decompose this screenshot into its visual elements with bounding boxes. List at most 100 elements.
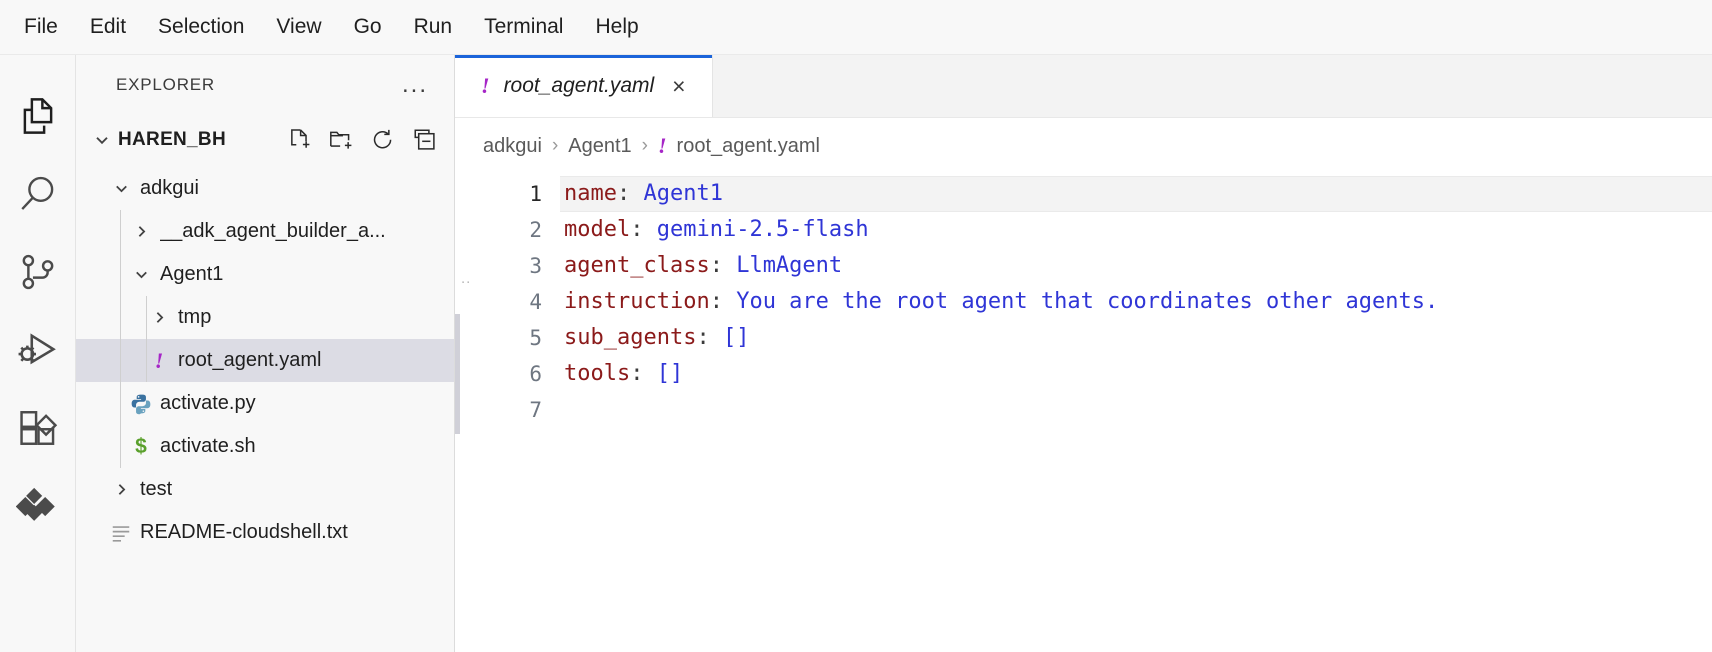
line-number: 2 xyxy=(529,218,542,242)
menu-item-terminal[interactable]: Terminal xyxy=(484,15,564,38)
code-line[interactable]: instruction: You are the root agent that… xyxy=(560,284,1712,320)
indent-guide xyxy=(146,339,147,382)
editor-group: ! root_agent.yaml × adkgui › Agent1 › ! … xyxy=(455,55,1712,652)
scrollbar-thumb[interactable] xyxy=(455,314,460,434)
indent-guide xyxy=(120,382,121,425)
breadcrumb: adkgui › Agent1 › ! root_agent.yaml xyxy=(455,118,1712,174)
tree-row-test[interactable]: test xyxy=(76,468,454,511)
yaml-value: [] xyxy=(643,361,684,386)
tree-item-label: root_agent.yaml xyxy=(178,349,322,371)
code-line[interactable]: tools: [] xyxy=(560,356,1712,392)
tree-item-label: activate.sh xyxy=(160,435,256,457)
file-tree: adkgui __adk_agent_builder_a... xyxy=(76,165,454,652)
yaml-value: Agent1 xyxy=(630,181,723,206)
new-folder-icon[interactable] xyxy=(328,127,354,153)
tree-row-root-agent-yaml[interactable]: ! root_agent.yaml xyxy=(76,339,454,382)
menu-item-selection[interactable]: Selection xyxy=(158,15,245,38)
menu-item-go[interactable]: Go xyxy=(353,15,382,38)
line-number: 6 xyxy=(529,362,542,386)
menu-item-file[interactable]: File xyxy=(24,15,58,38)
workbench-body: EXPLORER ... HAREN_BH xyxy=(0,55,1712,652)
explorer-title: EXPLORER xyxy=(116,75,215,94)
code-line[interactable] xyxy=(560,392,1712,428)
tree-row-readme-cloudshell[interactable]: README-cloudshell.txt xyxy=(76,511,454,554)
activity-item-search[interactable] xyxy=(0,155,76,233)
chevron-down-icon xyxy=(108,179,134,198)
refresh-icon[interactable] xyxy=(370,127,396,153)
indent-guide xyxy=(120,339,121,382)
tree-item-label: __adk_agent_builder_a... xyxy=(160,220,386,242)
activity-item-gemini-code-assist[interactable] xyxy=(0,467,76,545)
activity-bar xyxy=(0,55,76,652)
code-line[interactable]: model: gemini-2.5-flash xyxy=(560,212,1712,248)
tree-row-adk-agent-builder[interactable]: __adk_agent_builder_a... xyxy=(76,210,454,253)
yaml-colon: : xyxy=(616,181,631,206)
line-number-gutter: 1 2 3 4 5 6 7 xyxy=(455,174,560,652)
collapse-all-icon[interactable] xyxy=(412,127,438,153)
tree-item-label: test xyxy=(140,478,173,500)
activity-item-explorer[interactable] xyxy=(0,77,76,155)
tree-item-label: Agent1 xyxy=(160,263,224,285)
tree-item-label: adkgui xyxy=(140,177,199,199)
indent-guide xyxy=(146,296,147,339)
line-number: 4 xyxy=(529,290,542,314)
yaml-key: tools xyxy=(564,361,631,386)
menu-bar: File Edit Selection View Go Run Terminal… xyxy=(0,0,1712,55)
minimap-indicator: .. xyxy=(461,270,472,287)
tree-row-activate-py[interactable]: activate.py xyxy=(76,382,454,425)
tree-item-label: tmp xyxy=(178,306,212,328)
yaml-colon: : xyxy=(630,361,644,386)
chevron-down-icon xyxy=(128,265,154,284)
tree-row-tmp[interactable]: tmp xyxy=(76,296,454,339)
tab-root-agent-yaml[interactable]: ! root_agent.yaml × xyxy=(455,55,713,117)
close-icon[interactable]: × xyxy=(672,72,686,99)
breadcrumb-separator-icon: › xyxy=(551,135,559,156)
menu-item-view[interactable]: View xyxy=(276,15,322,38)
explorer-icon xyxy=(17,95,59,137)
yaml-key: model xyxy=(564,217,631,242)
yaml-file-icon: ! xyxy=(657,133,667,158)
yaml-value: gemini-2.5-flash xyxy=(643,217,869,242)
code-editor[interactable]: .. 1 2 3 4 5 6 7 name: Agent1 model: gem… xyxy=(455,174,1712,652)
code-content[interactable]: name: Agent1 model: gemini-2.5-flash age… xyxy=(560,174,1712,652)
tree-row-activate-sh[interactable]: $ activate.sh xyxy=(76,425,454,468)
yaml-colon: : xyxy=(630,217,644,242)
tree-item-label: activate.py xyxy=(160,392,256,414)
yaml-colon: : xyxy=(709,289,723,314)
chevron-down-icon xyxy=(88,130,116,150)
explorer-more-actions-icon[interactable]: ... xyxy=(401,71,428,98)
menu-item-edit[interactable]: Edit xyxy=(89,15,127,38)
code-line[interactable]: sub_agents: [] xyxy=(560,320,1712,356)
extensions-icon xyxy=(17,407,59,449)
breadcrumb-item-root-agent-yaml[interactable]: root_agent.yaml xyxy=(676,134,820,157)
chevron-right-icon xyxy=(128,222,154,241)
activity-item-run-and-debug[interactable] xyxy=(0,311,76,389)
editor-scrollbar[interactable] xyxy=(455,174,460,652)
source-control-icon xyxy=(17,251,59,293)
indent-guide xyxy=(120,425,121,468)
new-file-icon[interactable] xyxy=(286,127,312,153)
yaml-colon: : xyxy=(696,325,710,350)
line-number: 1 xyxy=(529,182,542,206)
line-number: 7 xyxy=(529,398,542,422)
indent-guide xyxy=(120,296,121,339)
code-line[interactable]: agent_class: LlmAgent xyxy=(560,248,1712,284)
tree-row-adkgui[interactable]: adkgui xyxy=(76,167,454,210)
breadcrumb-item-adkgui[interactable]: adkgui xyxy=(483,134,542,157)
menu-item-run[interactable]: Run xyxy=(413,15,453,38)
tree-row-agent1[interactable]: Agent1 xyxy=(76,253,454,296)
breadcrumb-item-agent1[interactable]: Agent1 xyxy=(568,134,632,157)
menu-item-help[interactable]: Help xyxy=(595,15,639,38)
code-line[interactable]: name: Agent1 xyxy=(560,176,1712,212)
activity-item-extensions[interactable] xyxy=(0,389,76,467)
python-file-icon xyxy=(128,393,154,415)
editor-tabs-bar: ! root_agent.yaml × xyxy=(455,55,1712,118)
chevron-right-icon xyxy=(108,480,134,499)
yaml-value: You are the root agent that coordinates … xyxy=(722,289,1439,314)
breadcrumb-separator-icon: › xyxy=(641,135,648,156)
activity-item-source-control[interactable] xyxy=(0,233,76,311)
chevron-right-icon xyxy=(146,308,172,327)
explorer-root-folder-row[interactable]: HAREN_BH xyxy=(76,115,454,165)
yaml-value: LlmAgent xyxy=(722,253,843,278)
